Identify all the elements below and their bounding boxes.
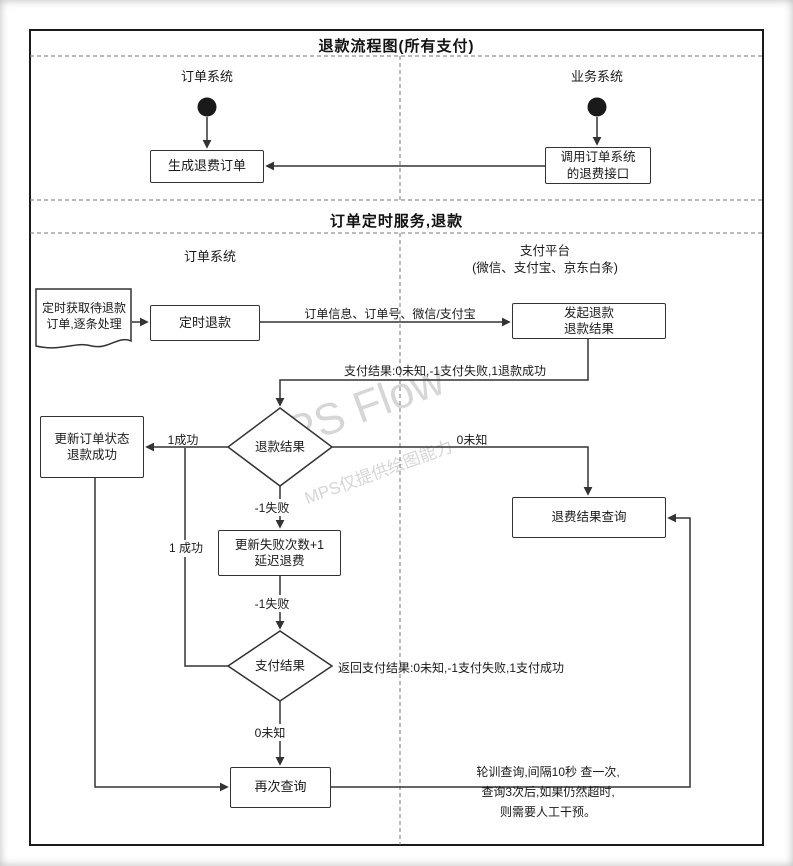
edge-label-success-1: 1成功: [167, 433, 199, 447]
polling-note: 轮训查询,间隔10秒 查一次, 查询3次后,如果仍然超时, 则需要人工干预。: [476, 765, 620, 819]
start-node-order-system: [197, 97, 217, 117]
edge-label-fail-minus1-b: -1失败: [252, 595, 292, 612]
lane-header-business-system: 业务系统: [570, 69, 624, 84]
edge-label-order-info: 订单信息、订单号、微信/支付宝: [304, 307, 476, 321]
main-title: 退款流程图(所有支付): [318, 38, 475, 55]
connector-initiate-to-refund-result: [275, 339, 589, 407]
diamond-pay-result: [226, 630, 334, 702]
edge-label-fail-minus1-a: -1失败: [252, 499, 292, 516]
flow-box-update-fail-count: 更新失败次数+1 延迟退费: [218, 530, 341, 576]
edge-label-success-1-vertical: 1 成功: [166, 540, 206, 557]
edge-label-return-pay-result: 返回支付结果:0未知,-1支付失败,1支付成功: [338, 661, 565, 675]
decision-text-refund-result: 退款结果: [254, 439, 305, 454]
start-node-business-system: [587, 97, 607, 117]
lane-header-order-system-2: 订单系统: [183, 249, 237, 264]
diamond-refund-result: [226, 407, 334, 487]
flow-box-refund-result-query: 退费结果查询: [512, 497, 666, 538]
lane-header-order-system-1: 订单系统: [180, 69, 234, 84]
diagram-border: [29, 29, 764, 846]
document-text-fetch-orders: 定时获取待退款 订单,逐条处理: [41, 301, 126, 331]
edge-label-unknown-0: 0未知: [456, 433, 488, 447]
flow-box-update-order-status: 更新订单状态 退款成功: [40, 416, 144, 478]
flow-box-query-again: 再次查询: [230, 767, 331, 808]
flow-box-timed-refund: 定时退款: [150, 305, 260, 341]
flow-box-call-refund-api: 调用订单系统 的退费接口: [545, 147, 651, 184]
connector-refund-result-to-query: [332, 446, 593, 496]
connector-update-status-to-query-again: [94, 478, 229, 792]
lane-header-pay-platform: 支付平台 (微信、支付宝、京东白条): [472, 244, 618, 275]
connector-query-again-to-refund-query: [331, 513, 691, 788]
document-shape-fetch-orders: [35, 288, 132, 349]
decision-text-pay-result: 支付结果: [254, 658, 305, 673]
flow-box-generate-refund-order: 生成退费订单: [150, 150, 264, 183]
connector-pay-result-success-up: [184, 448, 228, 667]
edge-label-unknown-0-b: 0未知: [252, 724, 288, 741]
section2-title: 订单定时服务,退款: [329, 213, 464, 230]
edge-label-pay-result-values: 支付结果:0未知,-1支付失败,1退款成功: [343, 364, 547, 378]
flow-box-initiate-refund: 发起退款 退款结果: [512, 303, 666, 339]
